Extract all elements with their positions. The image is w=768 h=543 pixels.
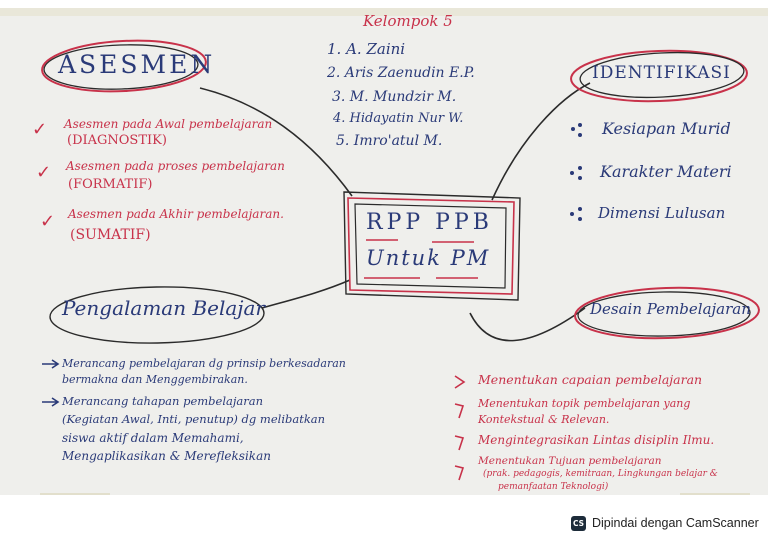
pengalaman-item-2d: Mengaplikasikan & Merefleksikan <box>62 449 271 463</box>
identifikasi-ellipse-dark <box>579 51 745 99</box>
mind-map-drawing <box>41 39 760 481</box>
asesmen-item-1: Asesmen pada Awal pembelajaran <box>64 117 273 131</box>
pengalaman-ellipse <box>49 286 265 344</box>
pengalaman-item-1b: bermakna dan Menggembirakan. <box>62 373 248 386</box>
desain-item-2: Menentukan topik pembelajaran yang <box>478 397 691 410</box>
identifikasi-item-3: Dimensi Lulusan <box>598 204 726 222</box>
group-title: Kelompok 5 <box>363 12 453 30</box>
check-icon: ✓ <box>36 162 52 183</box>
desain-arrow-icons <box>454 375 466 481</box>
camscanner-logo-icon: CS <box>571 515 586 531</box>
paper-top-edge <box>0 8 768 16</box>
pengalaman-item-2: Merancang tahapan pembelajaran <box>62 394 264 408</box>
member-4: 4. Hidayatin Nur W. <box>333 111 464 126</box>
member-3: 3. M. Mundzir M. <box>332 89 457 105</box>
member-2: 2. Aris Zaenudin E.P. <box>327 65 475 81</box>
pengalaman-title: Pengalaman Belajar <box>62 296 265 320</box>
tape-strip-left <box>40 493 110 495</box>
desain-item-4b: (prak. pedagogis, kemitraan, Lingkungan … <box>483 469 718 479</box>
desain-item-3: Mengintegrasikan Lintas disiplin Ilmu. <box>478 433 715 447</box>
desain-ellipse-red <box>574 286 760 340</box>
desain-item-2b: Kontekstual & Relevan. <box>478 413 610 426</box>
asesmen-item-1-sub: (DIAGNOSTIK) <box>67 133 167 148</box>
asesmen-item-3: Asesmen pada Akhir pembelajaran. <box>68 207 284 221</box>
center-box-outline-1 <box>343 191 521 301</box>
connector-identifikasi <box>491 82 591 201</box>
identifikasi-bullets <box>570 123 582 221</box>
desain-item-4c: pemanfaatan Teknologi) <box>498 482 609 492</box>
desain-title: Desain Pembelajaran <box>590 300 751 318</box>
desain-item-1: Menentukan capaian pembelajaran <box>478 372 703 387</box>
pengalaman-item-1: Merancang pembelajaran dg prinsip berkes… <box>62 357 346 370</box>
check-icon: ✓ <box>32 119 48 140</box>
asesmen-item-3-sub: (SUMATIF) <box>70 227 151 243</box>
identifikasi-item-1: Kesiapan Murid <box>602 119 731 138</box>
asesmen-item-2-sub: (FORMATIF) <box>68 177 153 192</box>
desain-item-4: Menentukan Tujuan pembelajaran <box>478 455 662 467</box>
camscanner-watermark: CS Dipindai dengan CamScanner <box>571 513 759 533</box>
watermark-text: Dipindai dengan CamScanner <box>592 516 759 530</box>
member-1: 1. A. Zaini <box>327 40 406 58</box>
center-line-2: Untuk PM <box>366 246 491 270</box>
asesmen-item-2: Asesmen pada proses pembelajaran <box>66 159 285 173</box>
connector-pengalaman <box>261 279 351 309</box>
center-box-outline-3 <box>354 203 507 289</box>
connector-desain <box>469 307 586 342</box>
connector-asesmen <box>199 87 353 197</box>
tape-strip-right <box>680 493 750 495</box>
asesmen-ellipse-dark <box>43 44 199 90</box>
identifikasi-item-2: Karakter Materi <box>600 162 732 181</box>
center-box-outline-2 <box>347 197 515 295</box>
asesmen-title: ASESMEN <box>58 50 216 79</box>
chart-paper: Kelompok 5 1. A. Zaini 2. Aris Zaenudin … <box>0 8 768 495</box>
center-line-1: RPP PPB <box>366 210 493 235</box>
asesmen-ellipse-red <box>41 39 207 93</box>
identifikasi-ellipse-red <box>570 49 748 103</box>
desain-ellipse-dark <box>577 291 751 337</box>
identifikasi-title: IDENTIFIKASI <box>592 63 731 83</box>
member-5: 5. Imro'atul M. <box>336 133 443 149</box>
pengalaman-item-2c: siswa aktif dalam Memahami, <box>62 431 244 445</box>
pengalaman-item-2b: (Kegiatan Awal, Inti, penutup) dg meliba… <box>62 412 326 426</box>
check-icon: ✓ <box>40 211 56 232</box>
pengalaman-arrow-icons <box>42 359 60 407</box>
